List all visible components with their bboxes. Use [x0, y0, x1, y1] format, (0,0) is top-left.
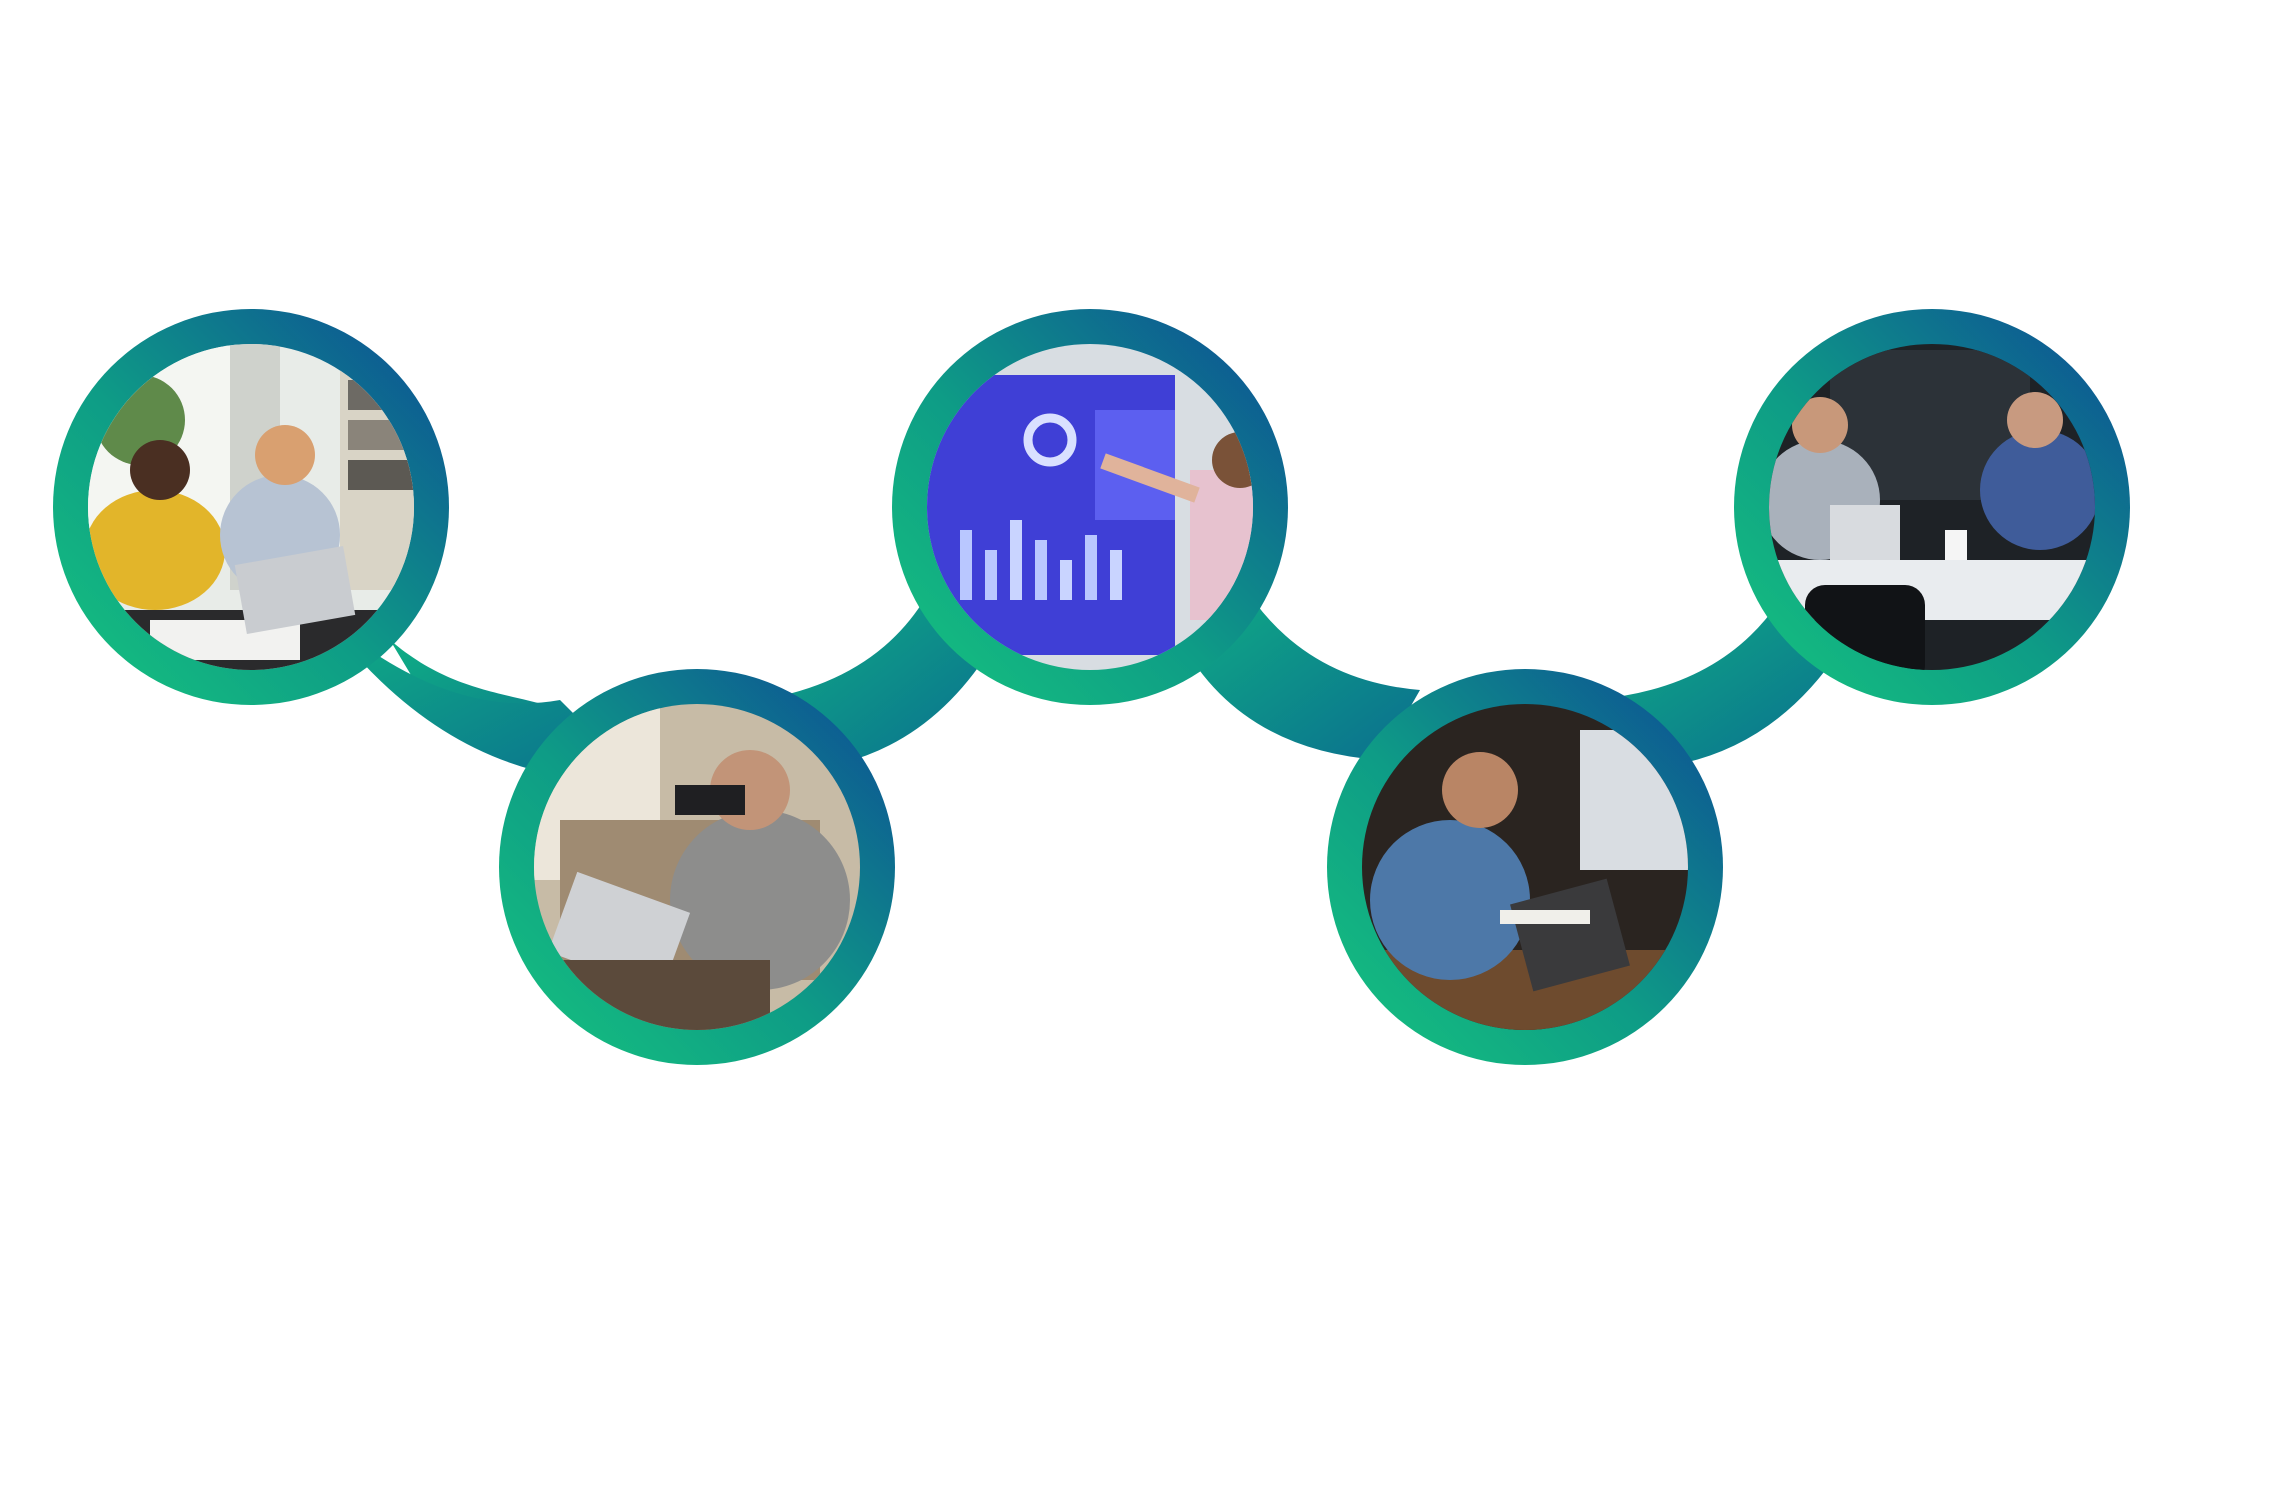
- photo-icon: [88, 344, 414, 670]
- photo-icon: [1769, 344, 2095, 670]
- photo-icon: [534, 704, 860, 1030]
- node-4: [1327, 669, 1723, 1065]
- node-2: [499, 669, 895, 1065]
- node-5: [1734, 309, 2130, 705]
- node-1: [53, 309, 449, 705]
- photo-icon: [1362, 704, 1688, 1030]
- photo-icon: [927, 344, 1253, 670]
- node-3: [892, 309, 1288, 705]
